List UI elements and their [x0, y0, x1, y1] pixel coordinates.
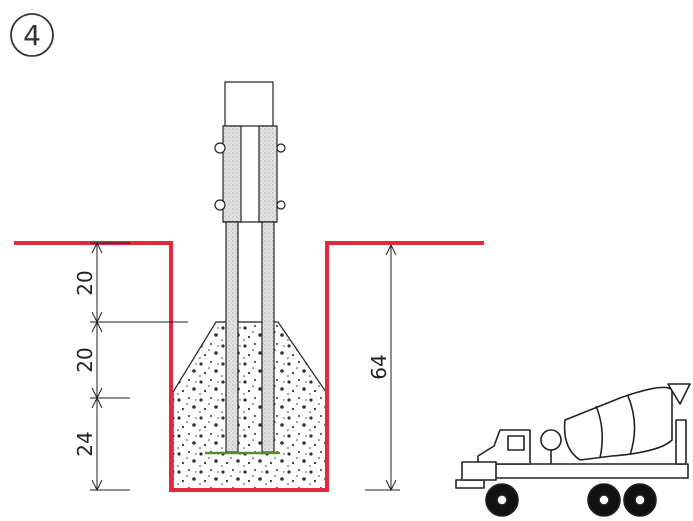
dim-label-top: 20: [73, 270, 97, 295]
dim-arrow: [91, 320, 103, 333]
dim-label-total: 64: [367, 354, 391, 379]
truck-window: [507, 435, 525, 451]
anchor-rod-right: [261, 221, 275, 453]
dim-arrow: [91, 241, 103, 254]
dim-arrow: [91, 396, 103, 409]
dim-arrow: [385, 243, 397, 256]
truck-hood: [461, 461, 497, 481]
post-bracket-left: [222, 125, 242, 223]
truck-gauge: [540, 429, 562, 451]
bolt-icon: [276, 143, 286, 153]
bolt-icon: [214, 142, 226, 154]
post-bracket-right: [258, 125, 278, 223]
dim-arrow: [91, 479, 103, 492]
bolts: [214, 142, 286, 211]
truck-drum: [563, 386, 673, 461]
truck-hub: [496, 494, 508, 506]
post-top: [224, 81, 274, 127]
dim-label-bottom: 24: [73, 431, 97, 456]
bolt-icon: [276, 200, 286, 210]
pit-outline: [14, 241, 484, 492]
bolt-icon: [214, 199, 226, 211]
truck-chassis: [469, 463, 689, 479]
truck-chute: [667, 383, 691, 405]
step-number: 4: [23, 19, 41, 52]
truck-hub: [634, 494, 646, 506]
dim-arrow: [385, 479, 397, 492]
anchor-rod-left: [225, 221, 239, 453]
truck-drum-band: [627, 395, 636, 456]
left-dimension-chain: [90, 241, 188, 492]
truck-hub: [598, 494, 610, 506]
dim-label-middle: 20: [73, 347, 97, 372]
step-circle: [10, 13, 54, 57]
truck-ladder: [675, 419, 687, 465]
right-dimension: [365, 243, 400, 492]
truck-drum-band: [595, 405, 604, 459]
concrete-footing: [172, 321, 327, 491]
step-badge: 4: [10, 13, 54, 57]
truck-bumper: [455, 479, 485, 489]
concrete-mixer-truck-icon: [455, 383, 691, 517]
